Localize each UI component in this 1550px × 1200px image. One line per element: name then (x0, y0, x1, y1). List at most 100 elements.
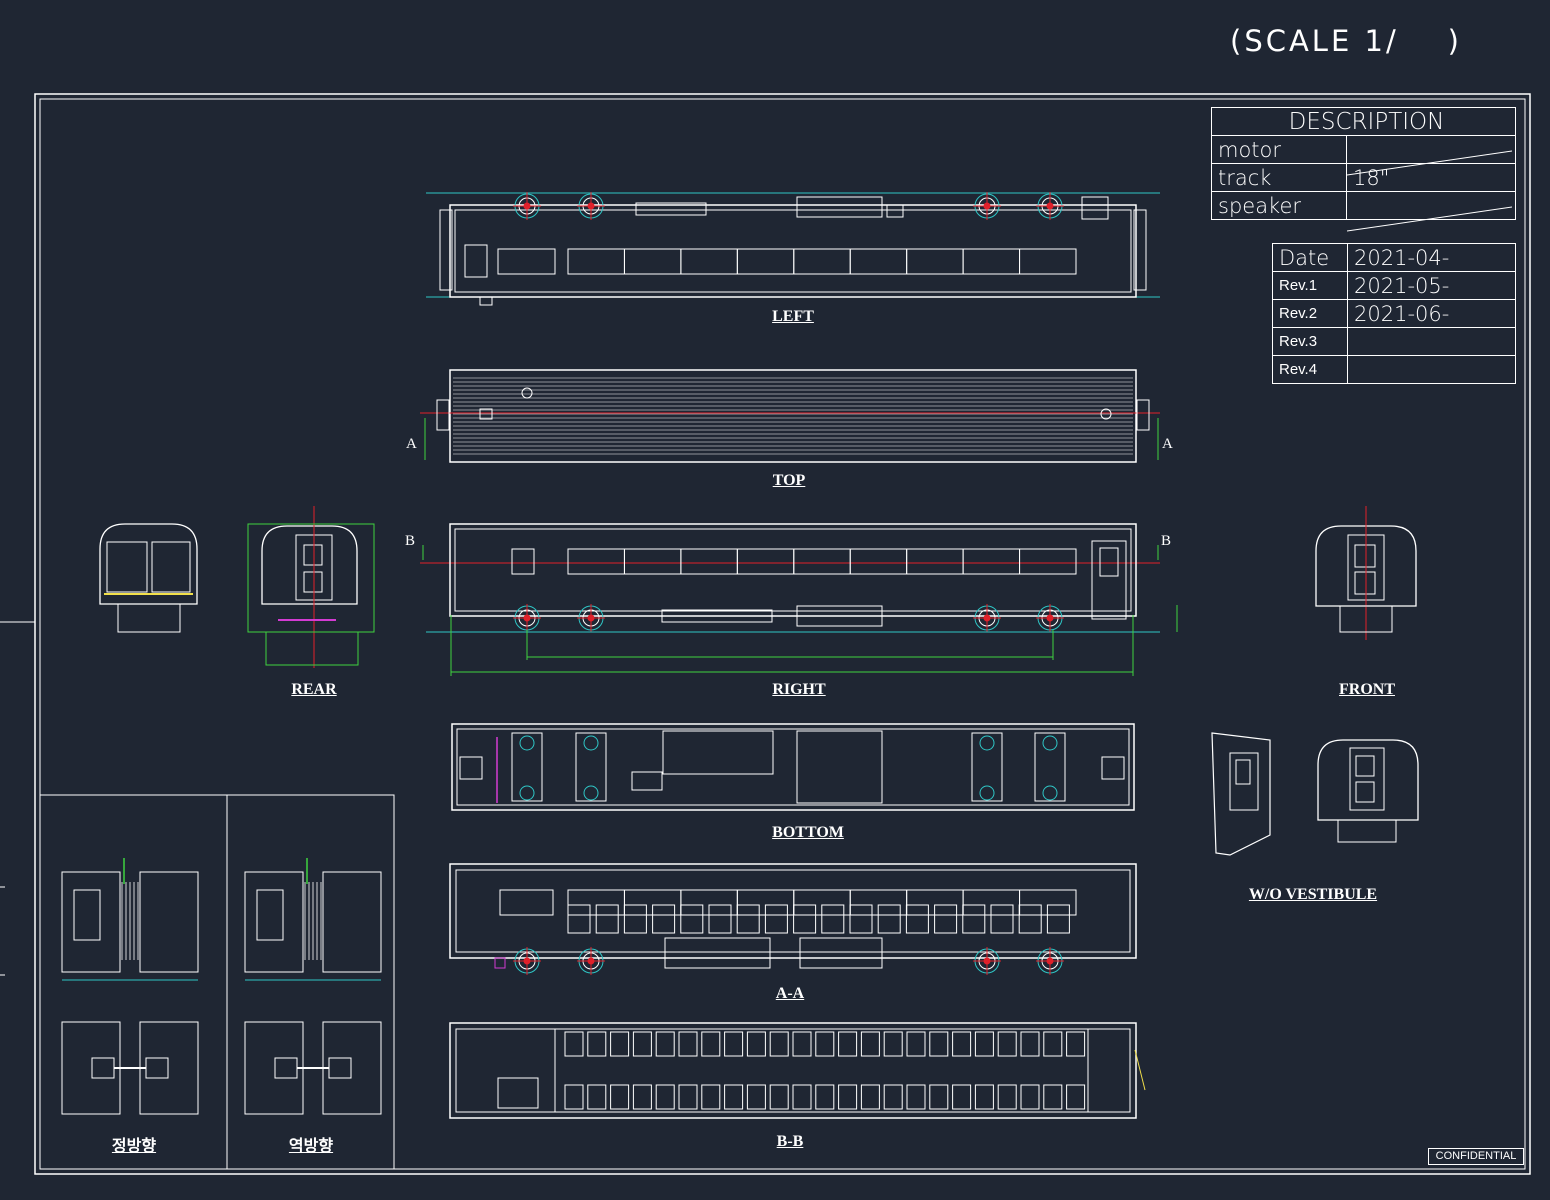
bottom-view (451, 723, 1135, 811)
window-pane (906, 548, 964, 575)
plan-outline (449, 1022, 1137, 1119)
seat-back (849, 904, 873, 934)
wheel-hub (519, 785, 535, 801)
section-b-b-view (449, 1022, 1146, 1119)
reverse-coupling-inset (244, 858, 382, 1115)
coupler (459, 756, 483, 780)
seat (792, 1084, 812, 1110)
roof-fitting (479, 408, 493, 420)
seat (929, 1084, 949, 1110)
gauge-dim (265, 631, 359, 666)
cab-window (151, 541, 191, 593)
plan-inner (455, 1028, 1131, 1113)
seat (974, 1084, 994, 1110)
car-end-left (61, 871, 121, 973)
description-value (1346, 191, 1516, 231)
car-end-outline (1315, 525, 1417, 607)
seat (564, 1084, 584, 1110)
underfloor-equipment (661, 609, 773, 623)
blank-slash (1347, 150, 1512, 175)
section-marker-b-right: B (1161, 533, 1172, 549)
window-pane (793, 548, 851, 575)
underframe-outline (451, 723, 1135, 811)
revision-label: Rev.3 (1272, 327, 1348, 356)
car-end-outline (261, 525, 358, 605)
seat (906, 1031, 926, 1057)
bogie-frame (575, 732, 607, 802)
section-marker-a-left: A (406, 436, 417, 452)
seat (1020, 1031, 1040, 1057)
revision-date (1347, 327, 1516, 356)
description-label: track (1211, 163, 1347, 192)
end-door (256, 889, 284, 941)
seat (1043, 1084, 1063, 1110)
seat (564, 1031, 584, 1057)
window-pane (567, 248, 625, 275)
seat (792, 1031, 812, 1057)
seat (838, 1031, 858, 1057)
confidential-stamp: CONFIDENTIAL (1428, 1148, 1524, 1165)
top-view (420, 369, 1160, 463)
roof-vent (1100, 408, 1112, 420)
seat (883, 1084, 903, 1110)
equipment-box (796, 730, 883, 804)
seat-back (934, 904, 958, 934)
left-side-view (426, 192, 1160, 306)
side-door (1091, 540, 1127, 620)
seat (1020, 1084, 1040, 1110)
window-pane (736, 548, 795, 575)
section-inner (455, 869, 1131, 953)
seat (746, 1031, 766, 1057)
label-section-a: A-A (775, 985, 805, 1002)
label-rear-view: REAR (291, 681, 337, 698)
seat-back (623, 904, 647, 934)
label-bottom-view: BOTTOM (772, 824, 844, 841)
plan-pair (244, 1021, 382, 1115)
seat (1066, 1084, 1086, 1110)
bogie-frame (1034, 732, 1066, 802)
seat-back (736, 904, 760, 934)
wheel-hub (979, 785, 995, 801)
wheel-hub (583, 735, 599, 751)
description-label: speaker (1211, 191, 1347, 220)
window-pane (680, 248, 738, 275)
equipment-box (662, 730, 774, 775)
skirt (117, 603, 181, 633)
wheel-hub (1042, 785, 1058, 801)
coupler (328, 1057, 352, 1079)
door-window (303, 544, 323, 566)
end-door (73, 889, 101, 941)
section-marker-b-left: B (405, 533, 416, 549)
car-end-left (244, 871, 304, 973)
roof-equipment (1081, 196, 1109, 220)
seat-back (962, 904, 986, 934)
seat (860, 1031, 880, 1057)
wheel-hub (583, 785, 599, 801)
seat (952, 1084, 972, 1110)
seat (678, 1084, 698, 1110)
seat-back (595, 904, 619, 934)
label-right-view: RIGHT (772, 681, 826, 698)
roof-outline (449, 369, 1137, 463)
vestibule-side-view (1211, 732, 1271, 856)
revision-date: 2021-05- (1347, 271, 1516, 300)
end-views (99, 506, 1419, 856)
vestibule-front-view (1317, 739, 1419, 843)
cab-window (106, 541, 148, 593)
wheel-hub (1042, 735, 1058, 751)
seat (655, 1031, 675, 1057)
end-coupler (1136, 399, 1150, 431)
seat (838, 1084, 858, 1110)
window-pane (511, 548, 535, 575)
window-pane (623, 548, 682, 575)
description-title: DESCRIPTION (1211, 107, 1516, 136)
revision-row: Rev.3 (1272, 327, 1516, 356)
underfloor-equipment (796, 605, 883, 627)
end-gangway (1133, 209, 1147, 291)
seat-back (708, 904, 732, 934)
seat (724, 1084, 744, 1110)
coupler-area (1339, 605, 1393, 633)
